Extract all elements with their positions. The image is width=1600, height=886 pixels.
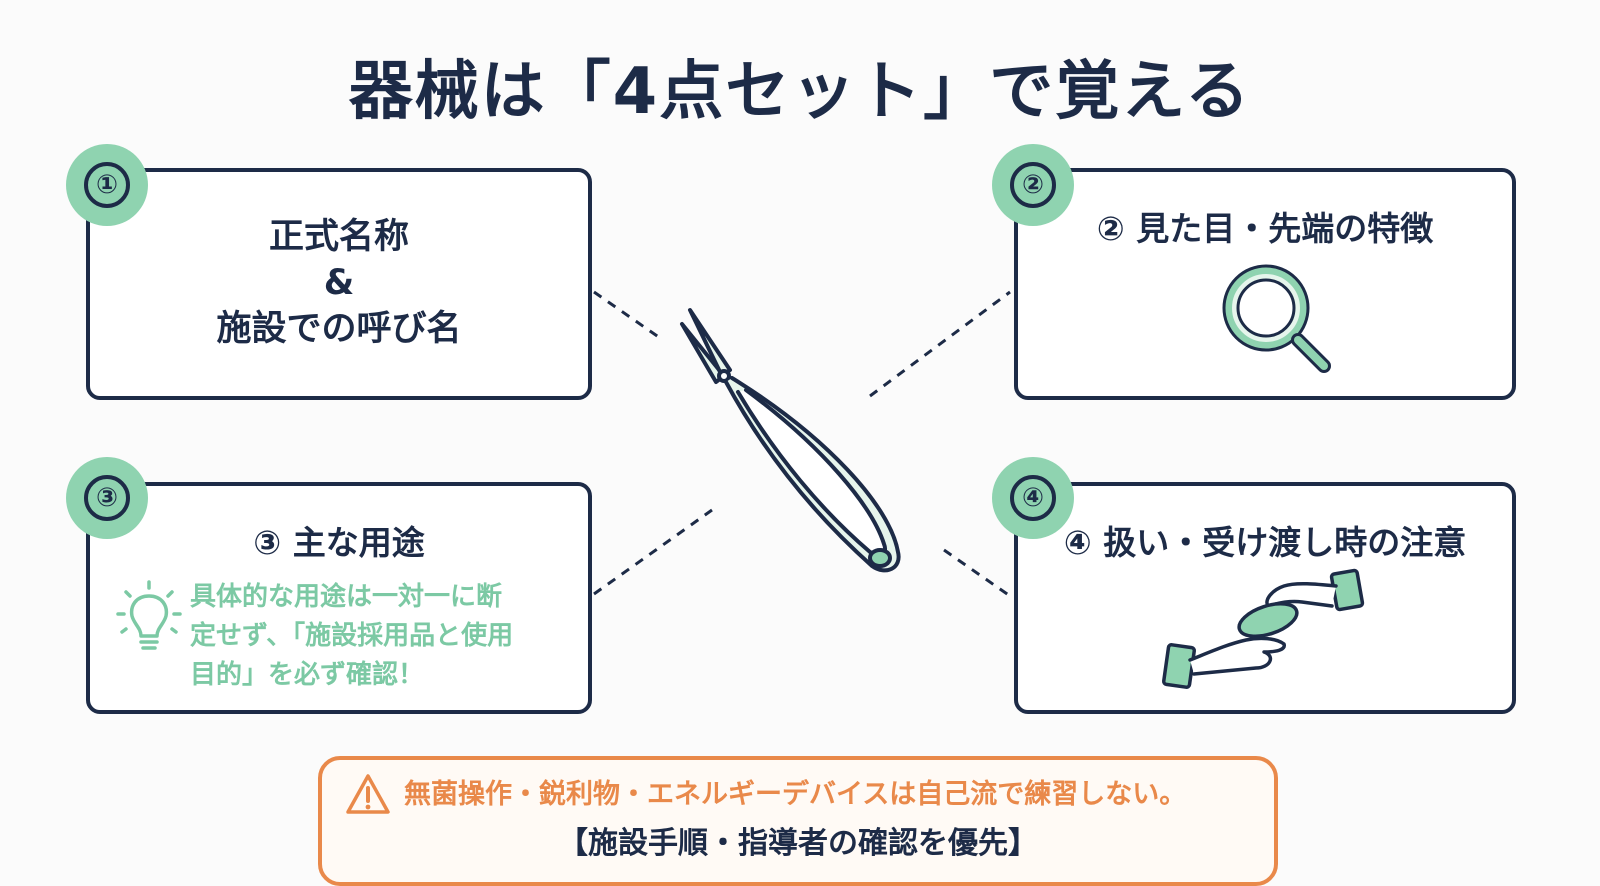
badge-4-number: ④ bbox=[1010, 475, 1056, 521]
page-title: 器械は「4点セット」で覚える bbox=[348, 55, 1252, 129]
card3-note-line-2: 定せず、「施設採用品と使用 bbox=[190, 621, 514, 651]
connector-card3 bbox=[593, 508, 713, 596]
badge-3-number: ③ bbox=[84, 475, 130, 521]
card1-text: 正式名称 & 施設での呼び名 bbox=[90, 214, 588, 352]
warning-box: 無菌操作・鋭利物・エネルギーデバイスは自己流で練習しない。 【施設手順・指導者の… bbox=[318, 756, 1278, 886]
card3-note-line-1: 具体的な用途は一対一に断 bbox=[190, 582, 503, 612]
card-appearance: ② 見た目・先端の特徴 bbox=[1014, 168, 1516, 400]
card2-heading: ② 見た目・先端の特徴 bbox=[1096, 209, 1434, 248]
magnifier-icon bbox=[1222, 264, 1331, 373]
card3-heading: ③ 主な用途 bbox=[253, 523, 425, 562]
card1-line-ampersand: & bbox=[323, 263, 355, 303]
card1-line-official-name: 正式名称 bbox=[268, 217, 409, 257]
connector-lines bbox=[593, 290, 1011, 598]
card1-line-facility-name: 施設での呼び名 bbox=[216, 309, 462, 349]
badge-1-number: ① bbox=[84, 162, 130, 208]
badge-2: ② bbox=[992, 144, 1074, 226]
warning-text: 無菌操作・鋭利物・エネルギーデバイスは自己流で練習しない。 bbox=[404, 779, 1187, 810]
card3-note-line-3: 目的」を必ず確認！ bbox=[190, 660, 425, 690]
handover-icon bbox=[1161, 568, 1365, 689]
scissors-icon bbox=[680, 308, 901, 573]
badge-4: ④ bbox=[992, 457, 1074, 539]
card-official-name: 正式名称 & 施設での呼び名 bbox=[86, 168, 592, 400]
badge-3: ③ bbox=[66, 457, 148, 539]
badge-1: ① bbox=[66, 144, 148, 226]
connector-card2 bbox=[869, 290, 1011, 398]
connector-card1 bbox=[593, 290, 661, 340]
warning-priority-text: 【施設手順・指導者の確認を優先】 bbox=[558, 826, 1038, 861]
lightbulb-icon bbox=[116, 580, 182, 650]
badge-2-number: ② bbox=[1010, 162, 1056, 208]
card3-note: 具体的な用途は一対一に断 定せず、「施設採用品と使用 目的」を必ず確認！ bbox=[190, 578, 565, 695]
connector-card4 bbox=[943, 548, 1011, 598]
warning-triangle-icon bbox=[346, 774, 390, 814]
card-handling: ④ 扱い・受け渡し時の注意 bbox=[1014, 482, 1516, 714]
card4-heading: ④ 扱い・受け渡し時の注意 bbox=[1063, 523, 1467, 562]
card-main-use: ③ 主な用途 具体的な用途は一対一に断 定せず、「施設採用品と使用 目的」を必ず… bbox=[86, 482, 592, 714]
